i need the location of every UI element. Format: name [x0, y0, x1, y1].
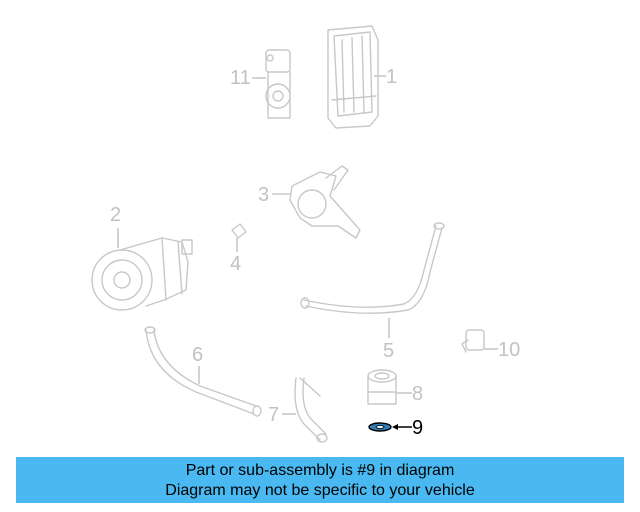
callout-7: 7 [268, 404, 279, 426]
callout-1: 1 [386, 66, 397, 88]
callout-11: 11 [230, 67, 251, 89]
callout-10: 10 [498, 339, 520, 361]
part-4-clip [231, 223, 247, 239]
banner-line-2: Diagram may not be specific to your vehi… [165, 482, 475, 499]
arrow-9 [392, 424, 398, 430]
callout-3: 3 [258, 184, 269, 206]
callout-2: 2 [110, 204, 121, 226]
part-8-valve-body [367, 369, 397, 405]
part-11-valve [265, 49, 291, 119]
callout-9: 9 [412, 417, 423, 439]
banner-line-1: Part or sub-assembly is #9 in diagram [185, 462, 455, 479]
part-9-gasket [368, 422, 392, 432]
part-7-tube [294, 377, 328, 443]
callout-5: 5 [383, 340, 394, 362]
part-3-bracket [289, 165, 361, 239]
callout-8: 8 [412, 383, 423, 405]
part-6-pipe [144, 326, 262, 417]
info-banner: Part or sub-assembly is #9 in diagram Di… [16, 457, 624, 503]
part-1-canister [327, 25, 379, 129]
parts-diagram: 1 11 3 2 4 5 [91, 25, 520, 443]
part-10-sensor [461, 329, 485, 353]
part-2-air-pump [91, 237, 193, 311]
callout-6: 6 [192, 344, 203, 366]
part-5-hose [300, 222, 445, 314]
callout-4: 4 [230, 253, 241, 275]
